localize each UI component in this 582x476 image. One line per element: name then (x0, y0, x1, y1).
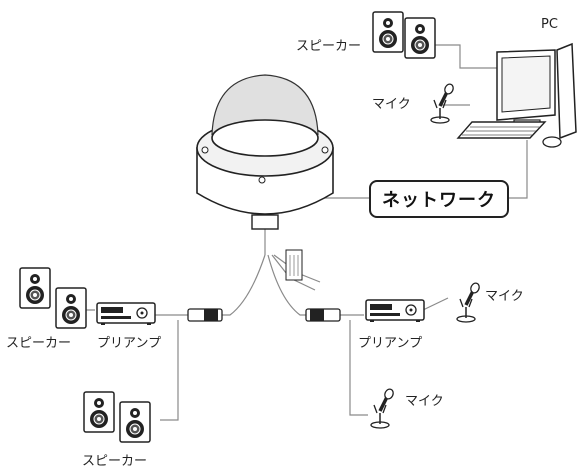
mic-right-label: マイク (485, 289, 524, 304)
speaker-bottom-label: スピーカー (82, 454, 148, 469)
preamp-right-icon (365, 299, 425, 323)
audio-connector-left (187, 308, 223, 322)
preamp-right-label: プリアンプ (358, 336, 423, 351)
cable-tag (285, 249, 303, 281)
speaker-top-label: スピーカー (296, 39, 362, 54)
mic-bottom-label: マイク (405, 394, 444, 409)
speaker-top-icon (372, 11, 436, 59)
pc-icon (456, 42, 577, 148)
preamp-left-label: プリアンプ (97, 336, 162, 351)
mic-top-icon (429, 81, 457, 125)
audio-connector-right (305, 308, 341, 322)
dome-camera (196, 74, 334, 230)
speaker-left-icon (19, 267, 87, 329)
network-box: ネットワーク (369, 180, 509, 218)
mic-bottom-icon (369, 386, 397, 430)
mic-right-icon (455, 280, 483, 324)
network-label: ネットワーク (382, 190, 496, 211)
speaker-left-label: スピーカー (6, 336, 72, 351)
mic-top-label: マイク (372, 97, 411, 112)
pc-label: PC (541, 17, 558, 32)
preamp-left-icon (96, 302, 156, 326)
speaker-bottom-icon (83, 391, 151, 443)
